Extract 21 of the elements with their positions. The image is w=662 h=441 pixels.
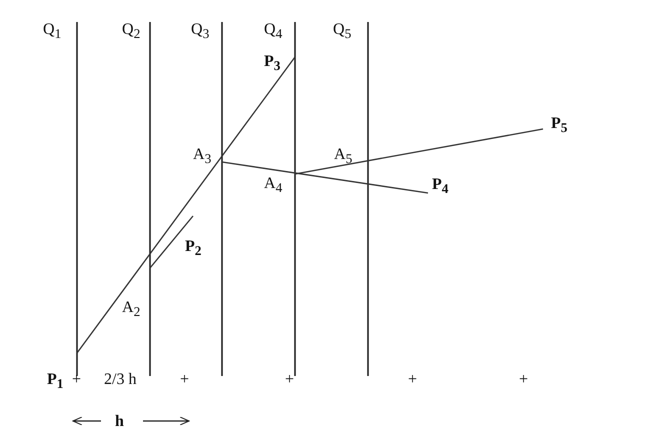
line-label: Q$_{1}$ <box>43 22 62 41</box>
line-label: Q$_{3}$ <box>191 22 210 41</box>
plus-mark: + <box>285 372 294 388</box>
plus-mark: + <box>408 372 418 388</box>
line-label: Q$_{5}$ <box>333 22 352 41</box>
point-label: A$_{2}$ <box>122 300 140 319</box>
point-label: P$_{1}$ <box>47 372 64 391</box>
line-label: Q$_{2}$ <box>122 22 140 41</box>
point-label: P$_{4}$ <box>432 177 448 196</box>
point-label: A$_{3}$ <box>193 147 212 166</box>
dimension-label: h <box>115 414 124 430</box>
point-label: A$_{5}$ <box>334 147 352 166</box>
plus-mark: + <box>519 372 528 388</box>
point-label: A$_{4}$ <box>264 176 282 195</box>
point-label: P$_{5}$ <box>551 116 568 135</box>
point-label: P$_{2}$ <box>185 239 202 258</box>
fraction-label: 2/3 h <box>104 372 136 388</box>
plus-mark: + <box>72 372 82 388</box>
line-label: Q$_{4}$ <box>264 22 282 41</box>
plus-mark: + <box>180 372 190 388</box>
point-label: P$_{3}$ <box>264 54 280 73</box>
